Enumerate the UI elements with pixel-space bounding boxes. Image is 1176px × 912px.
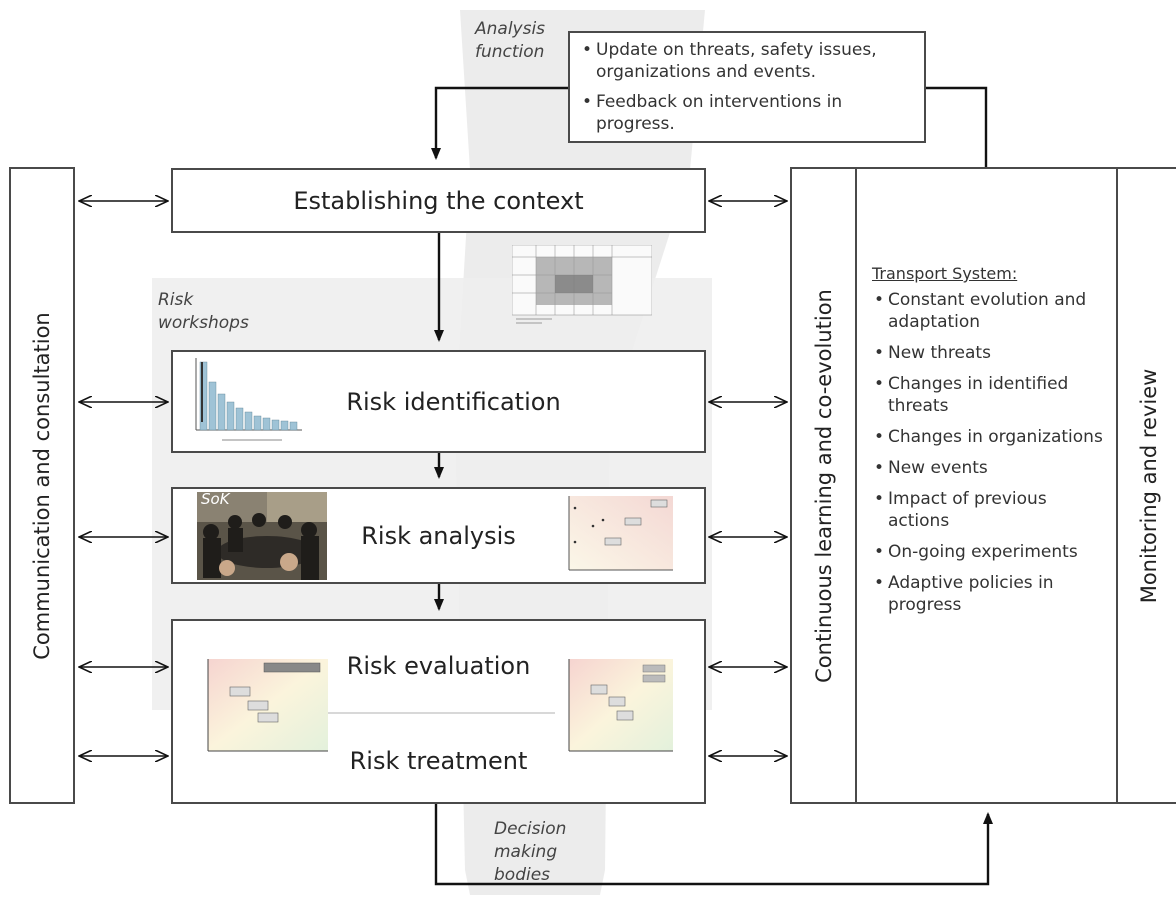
transport-item: Constant evolution and adaptation	[872, 289, 1112, 333]
transport-item: On-going experiments	[872, 541, 1112, 563]
decision-making-bodies-label: Decision making bodies	[494, 819, 567, 885]
divider	[323, 712, 555, 714]
risk-treatment-label: Risk treatment	[349, 747, 528, 775]
transport-system-title: Transport System:	[872, 264, 1018, 283]
analysis-function-label: Analysis function	[475, 19, 546, 62]
meeting-photo	[197, 492, 327, 580]
evaluation-chart-left-thumbnail	[207, 659, 328, 752]
risk-evaluation-label: Risk evaluation	[346, 652, 531, 680]
transport-item: Adaptive policies in progress	[872, 572, 1112, 616]
monitoring-review-box: Monitoring and review	[1116, 167, 1176, 804]
feedback-item: Feedback on interventions in progress.	[580, 91, 914, 135]
update-item: Update on threats, safety issues, organi…	[580, 39, 914, 83]
sok-label: SoK	[201, 490, 230, 508]
risk-identification-box: Risk identification	[171, 350, 706, 453]
transport-item: New events	[872, 457, 1112, 479]
evaluation-chart-right-thumbnail	[568, 659, 673, 752]
communication-consultation-box: Communication and consultation	[9, 167, 75, 804]
transport-system-panel: Transport System: Constant evolution and…	[872, 264, 1112, 625]
risk-matrix-thumbnail	[512, 245, 652, 324]
establishing-context-box: Establishing the context	[171, 168, 706, 233]
transport-item: Impact of previous actions	[872, 488, 1112, 532]
risk-workshops-label: Risk workshops	[158, 290, 249, 333]
establishing-context-label: Establishing the context	[293, 186, 584, 215]
risk-scatter-thumbnail	[568, 496, 673, 571]
risk-analysis-label: Risk analysis	[361, 521, 516, 550]
pareto-bar-chart-thumbnail	[195, 358, 302, 441]
continuous-learning-box: Continuous learning and co-evolution Tra…	[790, 167, 1118, 804]
risk-identification-label: Risk identification	[346, 387, 561, 416]
continuous-learning-column: Continuous learning and co-evolution	[792, 169, 857, 802]
transport-item: Changes in organizations	[872, 426, 1112, 448]
transport-item: New threats	[872, 342, 1112, 364]
update-feedback-box: Update on threats, safety issues, organi…	[568, 31, 926, 143]
transport-item: Changes in identified threats	[872, 373, 1112, 417]
